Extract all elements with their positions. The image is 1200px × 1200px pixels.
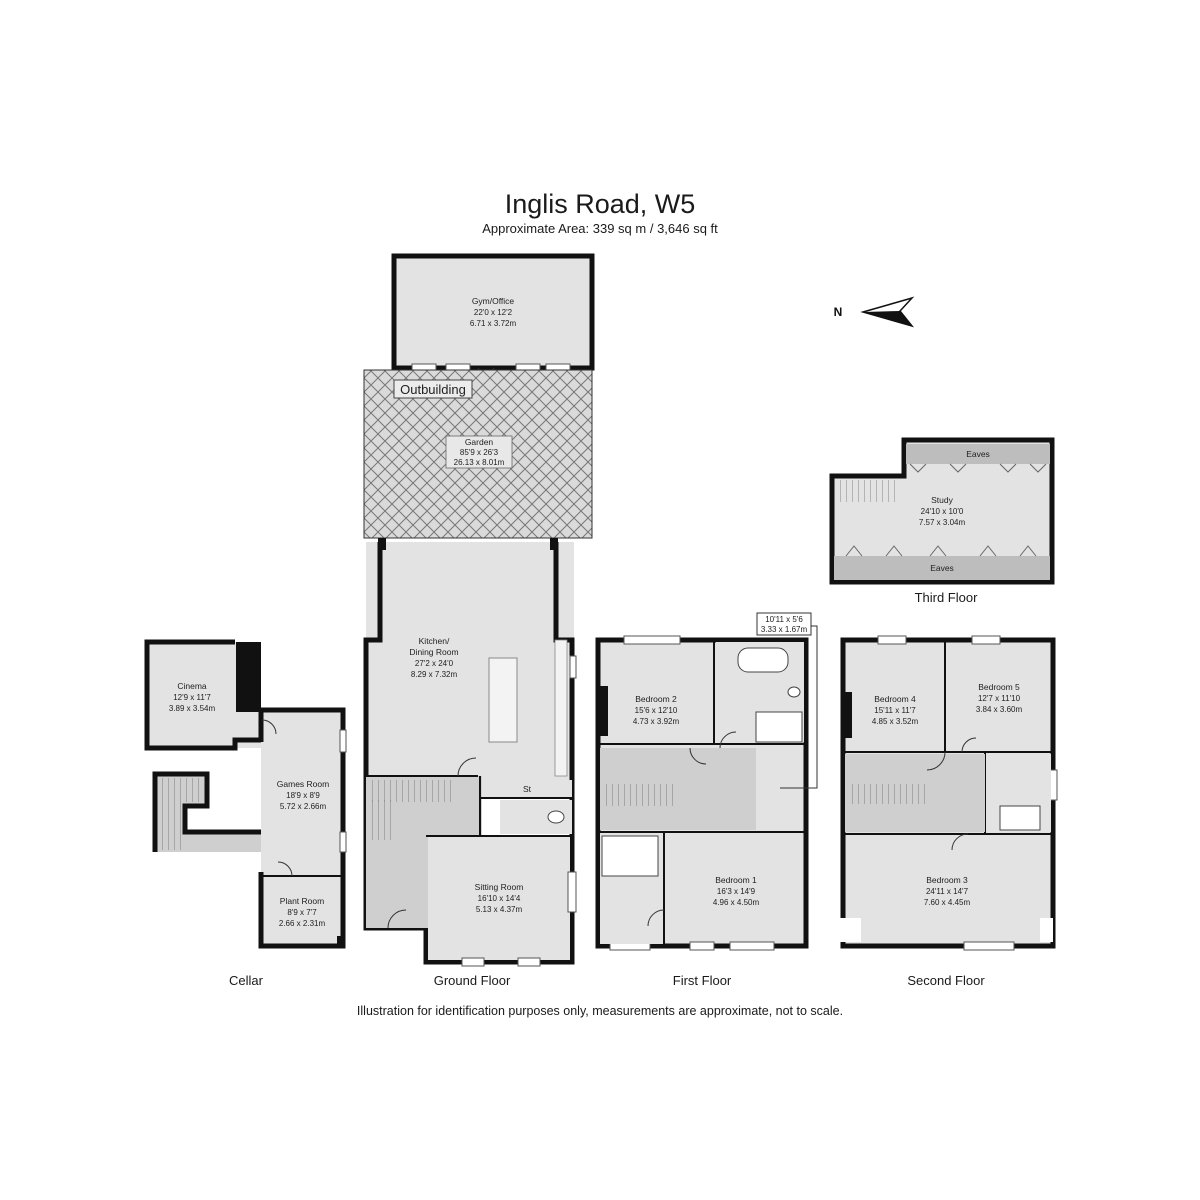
bedroom-2-name: Bedroom 2: [635, 694, 677, 704]
kitchen-name-line2: Dining Room: [409, 647, 458, 657]
bedroom-1-imperial: 16'3 x 14'9: [717, 887, 756, 896]
third-floor: Eaves Eaves Study 24'10 x 10'0 7.57 x 3.…: [829, 437, 1055, 585]
bedroom-3-metric: 7.60 x 4.45m: [924, 898, 971, 907]
north-arrow-icon: [860, 296, 915, 328]
bathroom-dimension-callout: [756, 612, 812, 636]
bedroom-4-metric: 4.85 x 3.52m: [872, 717, 919, 726]
games-room-name: Games Room: [277, 779, 329, 789]
ground-floor: Kitchen/ Dining Room 27'2 x 24'0 8.29 x …: [363, 538, 577, 967]
bedroom-1-name: Bedroom 1: [715, 875, 757, 885]
callout-imperial: 10'11 x 5'6: [765, 615, 803, 624]
store-cupboard: [482, 780, 572, 798]
sitting-room-metric: 5.13 x 4.37m: [476, 905, 523, 914]
gym-office-room: [394, 256, 592, 368]
first-floor-label: First Floor: [673, 973, 732, 988]
eaves-top: [906, 444, 1050, 464]
bedroom-2-metric: 4.73 x 3.92m: [633, 717, 680, 726]
bedroom-4-name: Bedroom 4: [874, 694, 916, 704]
plant-room: [261, 878, 343, 946]
plant-room-name: Plant Room: [280, 896, 324, 906]
bedroom-1-metric: 4.96 x 4.50m: [713, 898, 760, 907]
eaves-top-label: Eaves: [966, 449, 990, 459]
third-floor-label: Third Floor: [915, 590, 979, 605]
study-imperial: 24'10 x 10'0: [921, 507, 964, 516]
bedroom-4-imperial: 15'11 x 11'7: [874, 706, 916, 715]
eaves-bottom: [834, 556, 1050, 580]
plant-room-metric: 2.66 x 2.31m: [279, 919, 326, 928]
garden-metric: 26.13 x 8.01m: [454, 458, 505, 467]
cinema-metric: 3.89 x 3.54m: [169, 704, 216, 713]
cinema-name: Cinema: [177, 681, 207, 691]
plant-room-imperial: 8'9 x 7'7: [287, 908, 317, 917]
kitchen-name-line1: Kitchen/: [419, 636, 450, 646]
garden-imperial: 85'9 x 26'3: [460, 448, 499, 457]
store-label: St: [523, 784, 532, 794]
gym-office-name: Gym/Office: [472, 296, 515, 306]
outbuilding: Gym/Office 22'0 x 12'2 6.71 x 3.72m Outb…: [363, 253, 595, 539]
bedroom-2-imperial: 15'6 x 12'10: [635, 706, 678, 715]
sitting-room-name: Sitting Room: [475, 882, 524, 892]
cellar-label: Cellar: [229, 973, 264, 988]
ground-floor-label: Ground Floor: [434, 973, 511, 988]
first-floor: Bedroom 2 15'6 x 12'10 4.73 x 3.92m Bedr…: [595, 612, 818, 951]
bedroom-3-imperial: 24'11 x 14'7: [926, 887, 969, 896]
kitchen-metric: 8.29 x 7.32m: [411, 670, 458, 679]
games-room-metric: 5.72 x 2.66m: [280, 802, 327, 811]
north-label: N: [834, 305, 843, 319]
eaves-bottom-label: Eaves: [930, 563, 954, 573]
outbuilding-label: Outbuilding: [400, 382, 466, 397]
gym-office-imperial: 22'0 x 12'2: [474, 308, 513, 317]
games-room-imperial: 18'9 x 8'9: [286, 791, 320, 800]
garden-name: Garden: [465, 437, 494, 447]
cinema-imperial: 12'9 x 11'7: [173, 693, 211, 702]
bedroom-5-metric: 3.84 x 3.60m: [976, 705, 1023, 714]
area-subtitle: Approximate Area: 339 sq m / 3,646 sq ft: [482, 221, 718, 236]
page-title: Inglis Road, W5: [505, 189, 696, 219]
kitchen-island: [488, 657, 518, 743]
sitting-room: [428, 836, 570, 960]
bedroom-5-imperial: 12'7 x 11'10: [978, 694, 1021, 703]
kitchen-imperial: 27'2 x 24'0: [415, 659, 454, 668]
sitting-room-imperial: 16'10 x 14'4: [478, 894, 521, 903]
gym-office-metric: 6.71 x 3.72m: [470, 319, 517, 328]
study-name: Study: [931, 495, 953, 505]
study-metric: 7.57 x 3.04m: [919, 518, 966, 527]
second-floor: Bedroom 4 15'11 x 11'7 4.85 x 3.52m Bedr…: [835, 635, 1058, 951]
bedroom-3-name: Bedroom 3: [926, 875, 968, 885]
bedroom-5-name: Bedroom 5: [978, 682, 1020, 692]
disclaimer: Illustration for identification purposes…: [357, 1004, 843, 1018]
games-room: [261, 710, 343, 878]
callout-metric: 3.33 x 1.67m: [761, 625, 808, 634]
kitchen-dining-room: [366, 542, 574, 782]
second-floor-label: Second Floor: [907, 973, 985, 988]
cellar-floor: Cinema 12'9 x 11'7 3.89 x 3.54m Games Ro…: [144, 639, 347, 949]
